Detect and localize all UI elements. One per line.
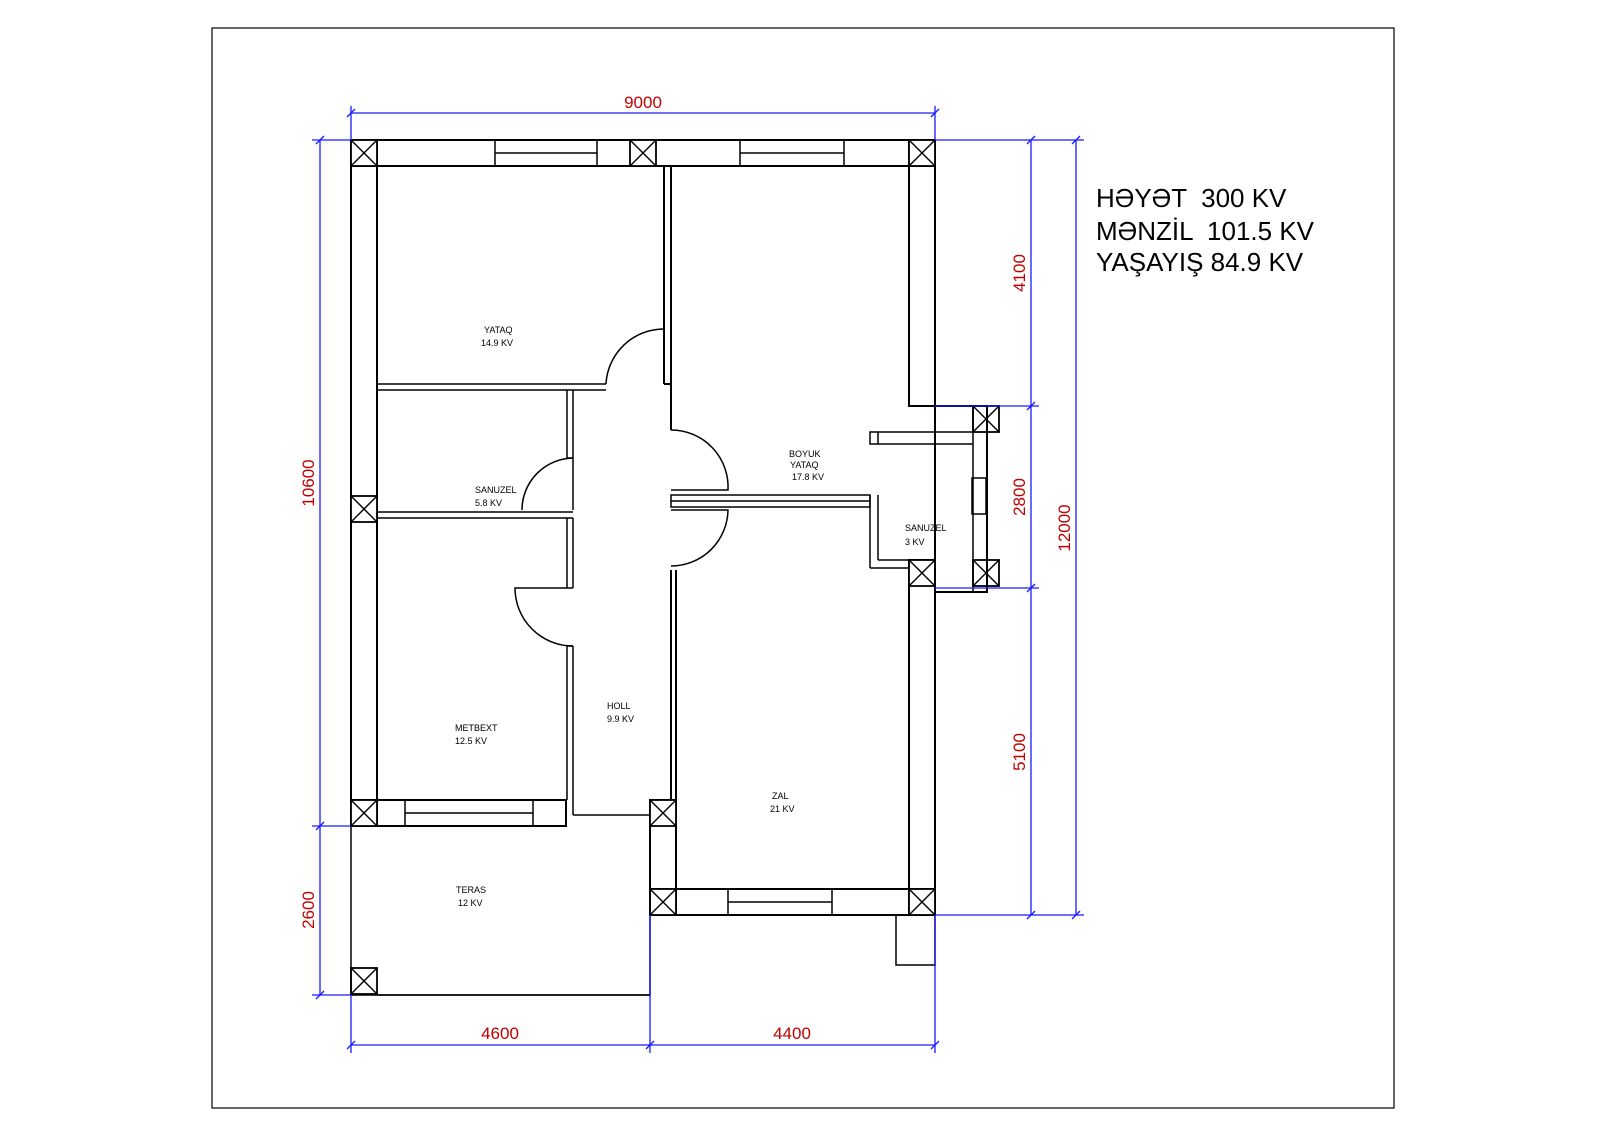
room-sanuzel-right-area: 3 KV <box>905 537 925 547</box>
outer-walls <box>350 139 936 916</box>
room-holl-name: HOLL <box>607 701 631 711</box>
dim-right-middle: 2800 <box>1010 478 1029 516</box>
room-zal-area: 21 KV <box>770 804 795 814</box>
sheet-frame <box>211 27 1395 1109</box>
column-marker <box>350 495 378 523</box>
area-summary: HƏYƏT 300 KV MƏNZİL 101.5 KV YAŞAYIŞ 84.… <box>1096 183 1315 277</box>
room-yataq-name: YATAQ <box>484 325 513 335</box>
windows <box>404 139 987 916</box>
dim-bottom-left: 4600 <box>481 1024 519 1043</box>
dim-right-total: 12000 <box>1055 504 1074 551</box>
column-marker <box>908 559 936 587</box>
room-sanuzel-left-area: 5.8 KV <box>475 498 502 508</box>
room-holl-area: 9.9 KV <box>607 714 634 724</box>
column-marker <box>350 139 378 167</box>
room-boyuk-yataq-name2: YATAQ <box>790 460 819 470</box>
column-marker <box>350 967 378 995</box>
dimension-labels: 9000 10600 2600 4600 4400 4100 2800 5100… <box>299 93 1074 1043</box>
room-boyuk-yataq-area: 17.8 KV <box>792 472 824 482</box>
room-metbext-name: METBEXT <box>455 723 498 733</box>
room-metbext-area: 12.5 KV <box>455 736 487 746</box>
column-marker <box>629 139 657 167</box>
room-boyuk-yataq-name1: BOYUK <box>789 449 821 459</box>
room-sanuzel-right-name: SANUZEL <box>905 523 947 533</box>
column-marker <box>649 799 677 827</box>
summary-heyet: HƏYƏT 300 KV <box>1096 183 1287 213</box>
dim-bottom-right: 4400 <box>773 1024 811 1043</box>
room-yataq-area: 14.9 KV <box>481 338 513 348</box>
dim-right-top: 4100 <box>1010 254 1029 292</box>
dim-top-width: 9000 <box>624 93 662 112</box>
column-marker <box>908 139 936 167</box>
room-zal-name: ZAL <box>772 791 789 801</box>
room-teras-area: 12 KV <box>458 898 483 908</box>
dim-left-teras: 2600 <box>299 891 318 929</box>
room-sanuzel-left-name: SANUZEL <box>475 485 517 495</box>
column-marker <box>649 888 677 916</box>
summary-menzil: MƏNZİL 101.5 KV <box>1096 216 1315 246</box>
door-swings <box>514 328 729 647</box>
column-marker <box>350 799 378 827</box>
dimension-lines <box>312 106 1084 1053</box>
dim-left-height: 10600 <box>299 459 318 506</box>
column-marker <box>908 888 936 916</box>
summary-yasayis: YAŞAYIŞ 84.9 KV <box>1096 247 1304 277</box>
room-labels: YATAQ 14.9 KV SANUZEL 5.8 KV BOYUK YATAQ… <box>455 325 947 908</box>
room-teras-name: TERAS <box>456 885 486 895</box>
interior-walls <box>350 166 988 996</box>
dim-right-bottom: 5100 <box>1010 733 1029 771</box>
